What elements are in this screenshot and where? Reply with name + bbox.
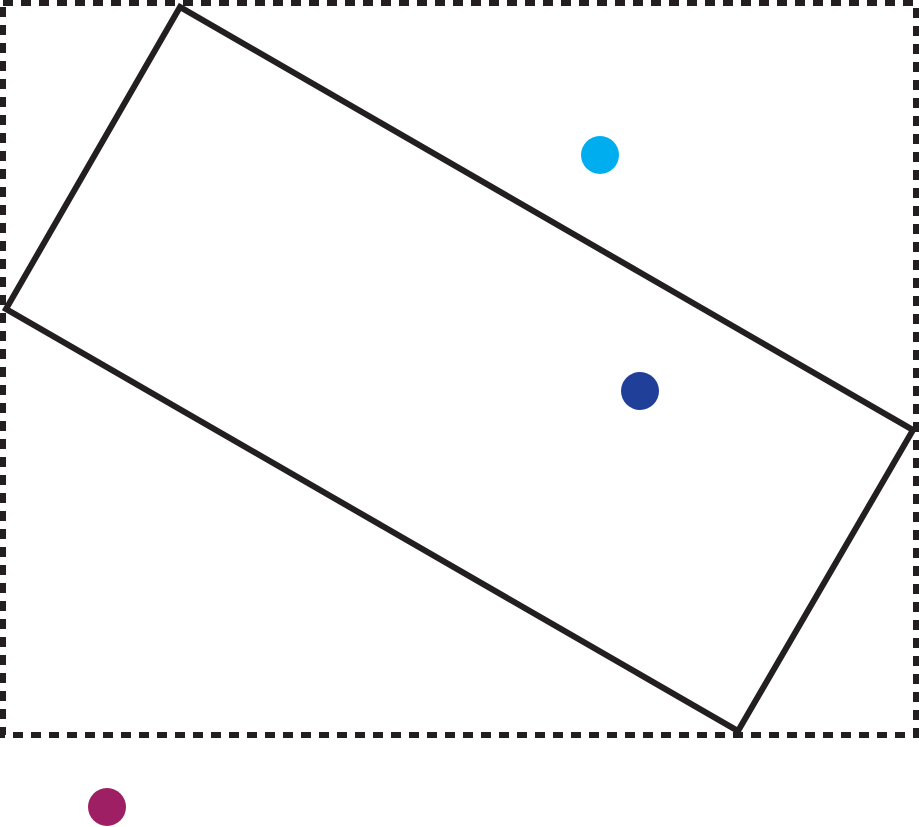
magenta-point <box>88 788 126 826</box>
rotated-rectangle <box>1 2 918 736</box>
bounding-box <box>0 0 919 738</box>
light-blue-point <box>581 136 619 174</box>
dark-blue-point <box>621 372 659 410</box>
